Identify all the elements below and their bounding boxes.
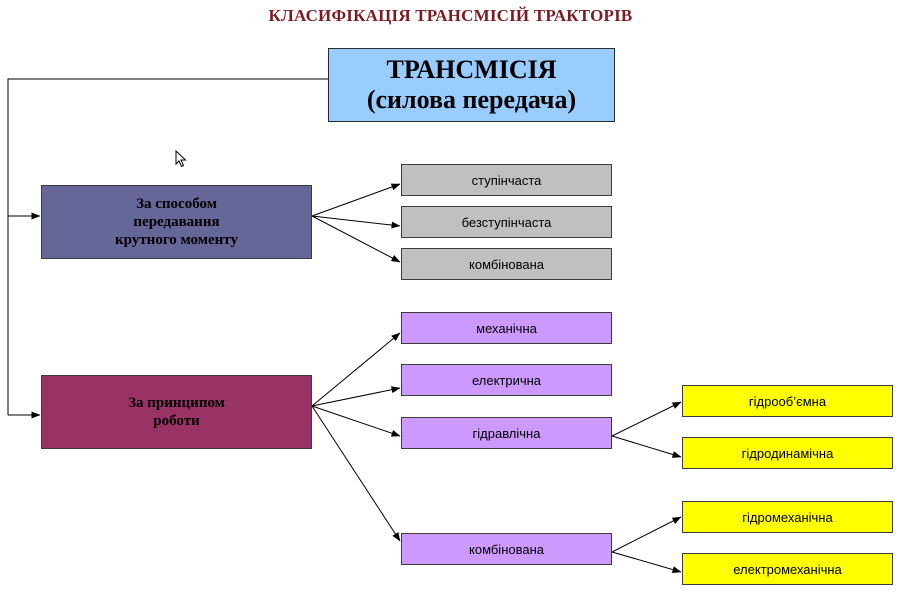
mouse-cursor-icon [175, 150, 187, 168]
arrow-principle-1 [311, 332, 401, 407]
node-electric: електрична [401, 364, 612, 396]
node-stepless: безступінчаста [401, 206, 612, 238]
category-method-line: передавання [133, 214, 220, 230]
node-hydromechanical: гідромеханічна [682, 501, 893, 533]
root-node-transmission: ТРАНСМІСІЯ (силова передача) [328, 48, 615, 122]
node-combined-principle: комбінована [401, 533, 612, 565]
category-transfer-method: За способом передавання крутного моменту [41, 185, 312, 259]
node-mechanical: механічна [401, 312, 612, 344]
node-hydrostatic: гідрооб’ємна [682, 385, 893, 417]
arrow-principle-4 [311, 405, 401, 542]
category-principle-line: роботи [153, 413, 200, 429]
arrow-principle-3 [311, 405, 401, 437]
arrow-principle-2 [311, 386, 401, 407]
root-title: ТРАНСМІСІЯ [386, 55, 557, 84]
node-stepped: ступінчаста [401, 164, 612, 196]
arrow-method-1 [311, 183, 401, 217]
arrow-method-2 [311, 215, 401, 229]
category-method-line: За способом [136, 196, 217, 212]
root-subtitle: (силова передача) [366, 85, 577, 114]
diagram-title: КЛАСИФІКАЦІЯ ТРАНСМІСІЙ ТРАКТОРІВ [268, 6, 633, 25]
arrow-combined-2 [611, 551, 682, 573]
arrow-hydraulic-1 [611, 401, 682, 437]
node-hydraulic: гідравлічна [401, 417, 612, 449]
node-electromechanical: електромеханічна [682, 553, 893, 585]
category-principle-line: За принципом [128, 395, 225, 411]
trunk-line [7, 78, 328, 415]
arrow-method-3 [311, 215, 401, 263]
arrow-hydraulic-2 [611, 435, 682, 458]
category-operating-principle: За принципом роботи [41, 375, 312, 449]
node-combined-method: комбінована [401, 248, 612, 280]
node-hydrodynamic: гідродинамічна [682, 437, 893, 469]
arrow-combined-1 [611, 516, 682, 553]
category-method-line: крутного моменту [115, 232, 238, 248]
